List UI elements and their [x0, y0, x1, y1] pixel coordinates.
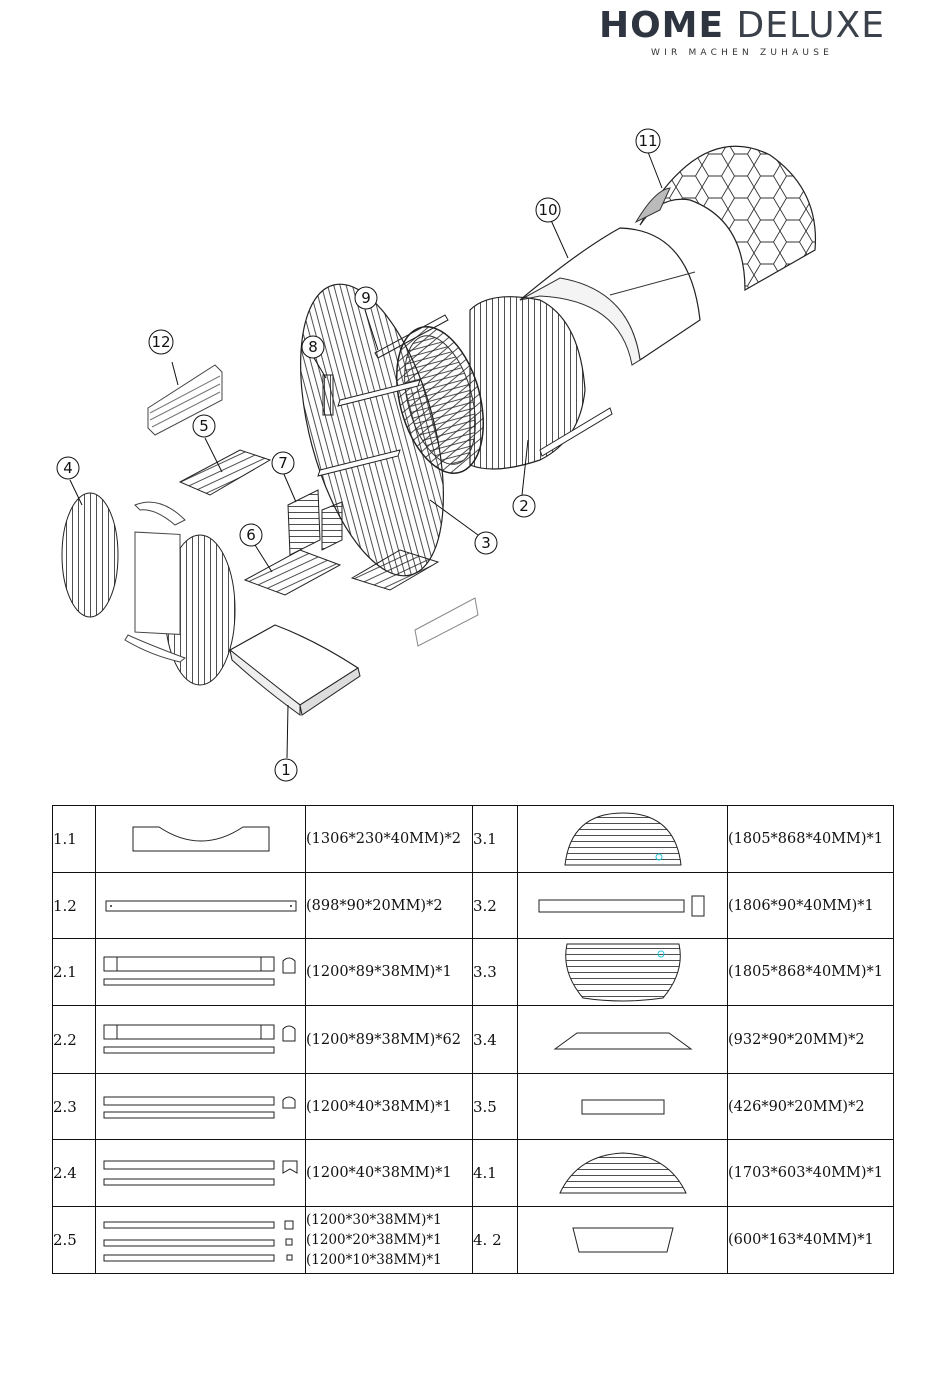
- svg-text:1: 1: [281, 761, 291, 779]
- callout-9: 9: [354, 286, 378, 310]
- svg-text:9: 9: [361, 289, 371, 307]
- dimension-line: (1200*20*38MM)*1: [306, 1232, 442, 1248]
- part-id-cell: 2.4: [52, 1139, 96, 1207]
- part-id-cell: 1.1: [52, 805, 96, 873]
- table-row: 2.5 (1200*30*38MM)*1 (1200*20*38MM)*1 (1…: [52, 1206, 894, 1274]
- part-dimension-cell: (898*90*20MM)*2: [305, 872, 473, 939]
- part-4-front-wall: [61, 479, 236, 686]
- part-drawing-4-1: [517, 1139, 728, 1207]
- part-drawing-2-1: [95, 938, 306, 1006]
- part-id-cell: 2.2: [52, 1005, 96, 1074]
- part-id-cell: 3.1: [472, 805, 518, 873]
- part-dimension-cell: (1805*868*40MM)*1: [727, 938, 894, 1006]
- part-drawing-4-2: [517, 1206, 728, 1274]
- part-dimension-cell: (1200*89*38MM)*1: [305, 938, 473, 1006]
- svg-text:10: 10: [538, 201, 557, 219]
- brand-name-bold: HOME: [598, 5, 725, 46]
- svg-text:7: 7: [278, 454, 288, 472]
- callout-10: 10: [535, 197, 561, 223]
- part-2-barrel-body: [396, 296, 613, 496]
- part-dimension-cell: (426*90*20MM)*2: [727, 1073, 894, 1140]
- part-drawing-3-5: [517, 1073, 728, 1140]
- callout-12: 12: [148, 329, 174, 355]
- svg-text:11: 11: [638, 132, 657, 150]
- callout-1: 1: [274, 758, 298, 782]
- part-id-cell: 3.3: [472, 938, 518, 1006]
- part-drawing-2-2: [95, 1005, 306, 1074]
- callout-8: 8: [301, 335, 325, 359]
- part-drawing-2-5: [95, 1206, 306, 1274]
- brand-logo: HOME DELUXE WIR MACHEN ZUHAUSE: [592, 6, 892, 59]
- part-drawing-1-1: [95, 805, 306, 873]
- part-id-cell: 2.3: [52, 1073, 96, 1140]
- svg-text:3: 3: [481, 534, 491, 552]
- dimension-line: (1200*30*38MM)*1: [306, 1212, 442, 1228]
- part-10-roof-panel: [519, 217, 701, 366]
- part-6-floor-grate: [243, 544, 440, 596]
- part-dimension-cell: (1200*40*38MM)*1: [305, 1139, 473, 1207]
- part-dimension-cell: (1200*40*38MM)*1: [305, 1073, 473, 1140]
- parts-table: 1.1 (1306*230*40MM)*2 3.1 (1805*868*40MM…: [52, 805, 894, 1274]
- part-dimension-cell: (1703*603*40MM)*1: [727, 1139, 894, 1207]
- dimension-line: (1200*10*38MM)*1: [306, 1252, 442, 1268]
- callout-2: 2: [512, 494, 536, 518]
- brand-name-light: DELUXE: [736, 5, 886, 46]
- svg-text:12: 12: [151, 333, 170, 351]
- svg-text:2: 2: [519, 497, 529, 515]
- part-drawing-3-3: [517, 938, 728, 1006]
- part-7-stove-guard: [282, 471, 343, 556]
- part-11-roof-shingles: [634, 145, 817, 292]
- exploded-diagram: 1 2 3 4 5 6 7 8 9 10 11 12: [0, 110, 950, 800]
- table-row: 2.3 (1200*40*38MM)*1 3.5 (426*90*20MM)*2: [52, 1073, 894, 1140]
- part-id-cell: 3.4: [472, 1005, 518, 1074]
- part-drawing-1-2: [95, 872, 306, 939]
- part-dimension-cell: (1200*89*38MM)*62: [305, 1005, 473, 1074]
- callout-6: 6: [239, 523, 263, 547]
- part-drawing-2-4: [95, 1139, 306, 1207]
- exploded-diagram-svg: 1 2 3 4 5 6 7 8 9 10 11 12: [56, 128, 817, 782]
- table-row: 2.4 (1200*40*38MM)*1 4.1 (1703*603*40MM)…: [52, 1139, 894, 1207]
- part-id-cell: 2.1: [52, 938, 96, 1006]
- svg-text:5: 5: [199, 417, 209, 435]
- part-drawing-3-2: [517, 872, 728, 939]
- part-dimension-cell: (1200*30*38MM)*1 (1200*20*38MM)*1 (1200*…: [305, 1206, 473, 1274]
- svg-text:8: 8: [308, 338, 318, 356]
- part-id-cell: 3.2: [472, 872, 518, 939]
- table-row: 1.2 (898*90*20MM)*2 3.2 (1806*90*40MM)*1: [52, 872, 894, 939]
- part-dimension-cell: (1805*868*40MM)*1: [727, 805, 894, 873]
- part-1-cradle-base: [228, 597, 479, 759]
- part-id-cell: 1.2: [52, 872, 96, 939]
- callout-5: 5: [192, 414, 216, 438]
- table-row: 2.1 (1200*89*38MM)*1 3.3 (1805*868*40MM)…: [52, 938, 894, 1006]
- part-dimension-cell: (932*90*20MM)*2: [727, 1005, 894, 1074]
- part-5-bench: [178, 437, 272, 496]
- part-drawing-2-3: [95, 1073, 306, 1140]
- part-8-heater-guard: [313, 357, 334, 416]
- part-drawing-3-4: [517, 1005, 728, 1074]
- part-drawing-3-1: [517, 805, 728, 873]
- part-12-backrest: [147, 361, 223, 436]
- part-id-cell: 3.5: [472, 1073, 518, 1140]
- callout-3: 3: [474, 531, 498, 555]
- svg-text:6: 6: [246, 526, 256, 544]
- part-dimension-cell: (1306*230*40MM)*2: [305, 805, 473, 873]
- table-row: 2.2 (1200*89*38MM)*62 3.4 (932*90*20MM)*…: [52, 1005, 894, 1074]
- part-dimension-cell: (600*163*40MM)*1: [727, 1206, 894, 1274]
- brand-tagline: WIR MACHEN ZUHAUSE: [650, 48, 834, 58]
- callout-4: 4: [56, 456, 80, 480]
- brand-name: HOME DELUXE: [592, 6, 892, 46]
- part-id-cell: 2.5: [52, 1206, 96, 1274]
- callout-7: 7: [271, 451, 295, 475]
- svg-text:4: 4: [63, 459, 73, 477]
- callout-11: 11: [635, 128, 661, 154]
- part-3-back-wall: [300, 283, 479, 577]
- part-id-cell: 4. 2: [472, 1206, 518, 1274]
- table-row: 1.1 (1306*230*40MM)*2 3.1 (1805*868*40MM…: [52, 805, 894, 873]
- part-dimension-cell: (1806*90*40MM)*1: [727, 872, 894, 939]
- part-id-cell: 4.1: [472, 1139, 518, 1207]
